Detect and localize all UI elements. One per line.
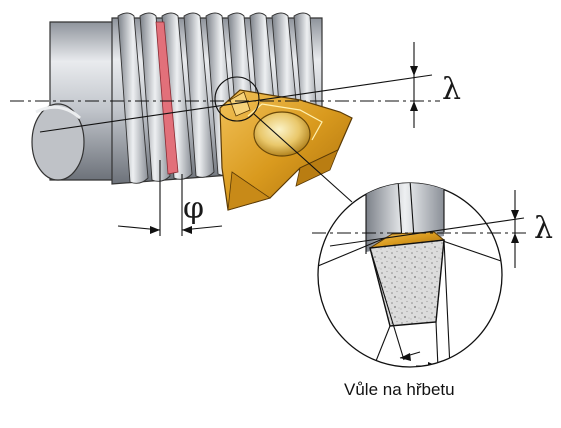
detail-view — [312, 182, 530, 368]
clearance-line-left — [369, 247, 405, 361]
main-construction-lines — [10, 42, 440, 236]
phi-label: φ — [183, 191, 204, 226]
helix-angle-line — [39, 74, 433, 133]
insert-center-hole — [253, 111, 311, 157]
magnifier-circle — [214, 76, 260, 122]
clearance-line-right — [443, 239, 451, 367]
thread-flank-highlight — [155, 21, 179, 175]
lambda-label-main: λ — [442, 72, 461, 107]
cutting-insert — [219, 89, 353, 211]
magnifier-leader-line — [253, 113, 353, 203]
lambda-dimension-detail — [511, 190, 519, 268]
detail-profile-line — [318, 235, 391, 267]
lambda-label-detail: λ — [534, 211, 553, 246]
lambda-dimension-main — [410, 42, 418, 128]
clearance-caption: Vůle na hřbetu — [344, 380, 455, 399]
detail-helix-line — [329, 217, 525, 247]
shaft-end-face — [31, 103, 85, 181]
phi-dimension — [117, 160, 223, 236]
